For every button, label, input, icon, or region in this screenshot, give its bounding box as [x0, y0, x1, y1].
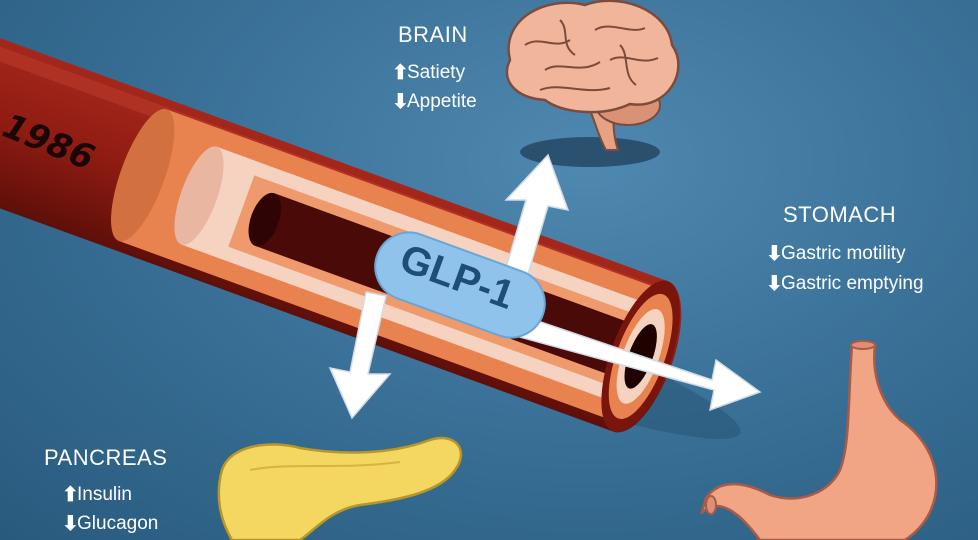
- pancreas-effect-1: ⬆ Insulin: [62, 484, 132, 506]
- brain-effect-1: ⬆ Satiety: [392, 62, 465, 84]
- arrow-to-pancreas: [328, 291, 392, 420]
- pancreas-illustration: [217, 437, 463, 540]
- stomach-illustration: [700, 340, 938, 540]
- glp1-pill: [374, 231, 546, 339]
- pancreas-effect-2: ⬇ Glucagon: [62, 513, 158, 535]
- arrow-to-stomach: [515, 314, 762, 412]
- brain-effect-1-text: Satiety: [407, 62, 466, 83]
- brain-shadow: [520, 137, 660, 167]
- up-arrow-icon: ⬆: [62, 484, 79, 506]
- up-arrow-icon: ⬆: [392, 62, 409, 84]
- brain-title: BRAIN: [398, 22, 468, 47]
- down-arrow-icon: ⬇: [766, 273, 783, 295]
- brain-effect-2-text: Appetite: [407, 91, 477, 112]
- vessel-wall-middle-cap: [174, 146, 224, 245]
- stomach-effect-2-text: Gastric emptying: [781, 273, 924, 294]
- brain-effect-2: ⬇ Appetite: [392, 91, 477, 113]
- arrow-to-brain: [504, 153, 570, 275]
- pancreas-effect-2-text: Glucagon: [77, 513, 159, 534]
- brain-illustration: [505, 0, 680, 151]
- vessel-lumen-cap: [248, 192, 282, 247]
- stomach-effect-1: ⬇ Gastric motility: [766, 243, 906, 265]
- down-arrow-icon: ⬇: [392, 91, 409, 113]
- stomach-effect-1-text: Gastric motility: [781, 243, 906, 264]
- pancreas-title: PANCREAS: [44, 445, 168, 470]
- stomach-title: STOMACH: [783, 202, 897, 227]
- down-arrow-icon: ⬇: [62, 513, 79, 535]
- vessel-wall-outer-cap: [111, 108, 175, 242]
- pancreas-effect-1-text: Insulin: [77, 484, 132, 505]
- stomach-effect-2: ⬇ Gastric emptying: [766, 273, 924, 295]
- down-arrow-icon: ⬇: [766, 243, 783, 265]
